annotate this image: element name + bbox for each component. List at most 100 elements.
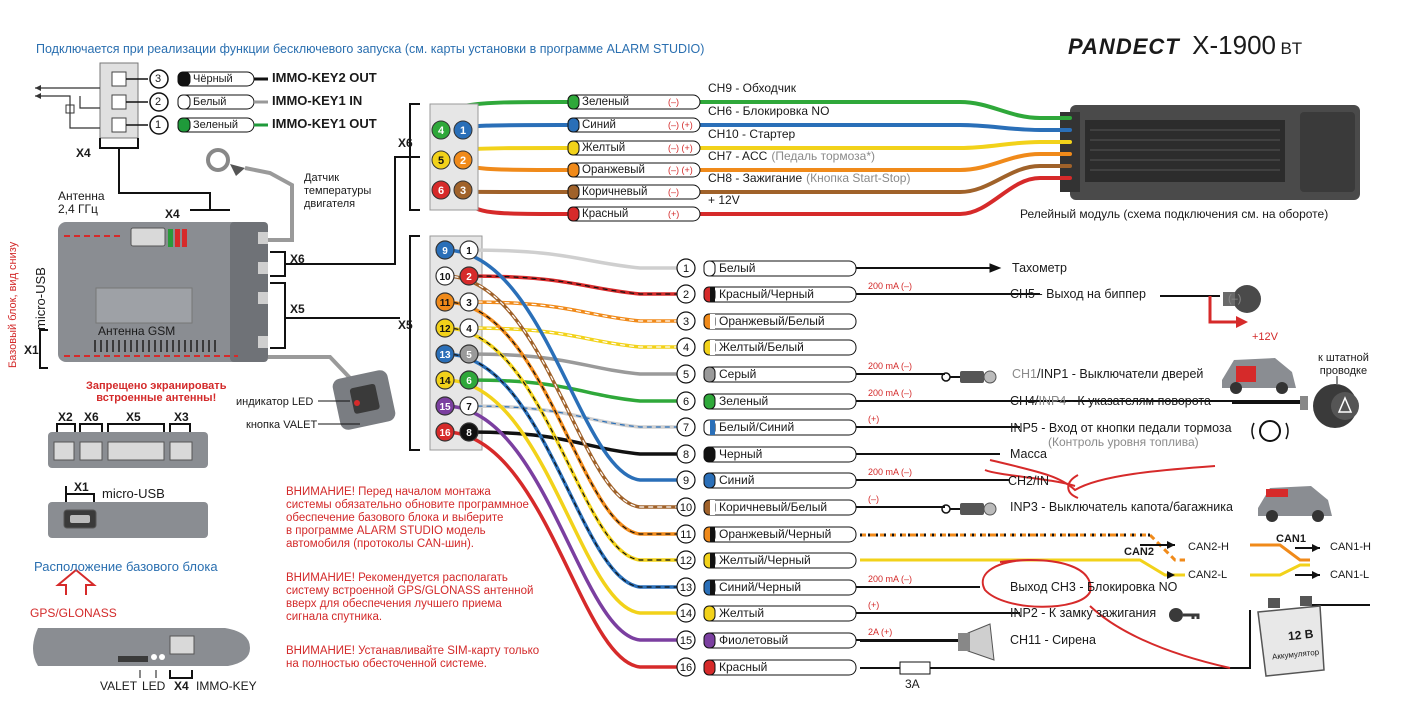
x6-base-label: X6 <box>290 252 305 266</box>
x5-func-main: INP2 - К замку зажигания <box>1010 606 1157 620</box>
x5-row-num-text: 7 <box>683 422 689 434</box>
x6-wire-5 <box>468 176 1072 216</box>
x5-wire-3 <box>467 300 682 323</box>
x5-bracket <box>270 235 420 451</box>
placement-gps: GPS/GLONASS <box>30 606 117 620</box>
placement-immo: IMMO-KEY <box>196 679 257 693</box>
x5-wire-6 <box>467 378 682 403</box>
x5-pin-num: 16 <box>439 428 451 439</box>
x5-wire-name: Оранжевый/Белый <box>719 314 825 328</box>
x6-wire-swatch-4 <box>567 184 580 200</box>
x5-pin-15 <box>435 396 455 416</box>
x5-wire-name: Зеленый <box>719 394 769 408</box>
x4-wire-swatch-1 <box>177 117 191 133</box>
x5-func-gray-line: (Контроль уровня топлива) <box>1048 435 1199 449</box>
x6-wire-polarity: (+) <box>668 209 680 219</box>
relay-module-label: Релейный модуль (схема подключения см. н… <box>1020 207 1329 221</box>
stock-button <box>1232 376 1359 428</box>
strip-x3: X3 <box>174 410 189 424</box>
x6-wire-polarity: (–) <box>668 187 679 197</box>
x5-pin-16 <box>435 422 455 442</box>
x5-wire-swatch-15 <box>703 632 716 649</box>
x5-pin-num: 8 <box>466 428 472 439</box>
temp-sensor-label: Датчик температуры двигателя <box>304 172 372 210</box>
x5-pin-num: 5 <box>466 350 472 361</box>
x5-func-main: Выход CH3 - Блокировка NO <box>1010 580 1178 594</box>
x5-row-num-12 <box>676 550 696 570</box>
brake-pedal-icon <box>1251 420 1289 442</box>
x5-wire-8 <box>467 430 682 456</box>
x5-wire-name: Белый/Синий <box>719 420 795 434</box>
x5-row-num-14 <box>676 603 696 623</box>
x5-wire-stripe-3 <box>468 301 681 322</box>
x6-pin-num: 2 <box>460 155 466 167</box>
x5-row-num-text: 16 <box>680 662 692 674</box>
x6-wire-function: CH9 - Обходчик <box>708 81 800 95</box>
x5-pin-num: 13 <box>439 350 451 361</box>
x4-pin-num: 2 <box>155 96 162 108</box>
x4-signal: IMMO-KEY1 OUT <box>272 116 377 131</box>
relay-module <box>1060 105 1360 200</box>
x6-bracket <box>270 103 420 277</box>
beeper-minus: (–) <box>1228 293 1242 305</box>
x4-pin-2 <box>149 92 169 112</box>
x5-func-main: CH2/IN <box>1008 474 1049 488</box>
x5-pin-5 <box>459 344 479 364</box>
can2l-label: CAN2-L <box>1188 569 1228 581</box>
x6-wire-name: Красный <box>582 208 629 220</box>
header-note: Подключается при реализации функции беск… <box>36 42 705 56</box>
x5-row-num-text: 12 <box>680 555 692 567</box>
x5-function-label: CH4/INP4 - К указателям поворота <box>1010 394 1211 408</box>
x5-row-num-text: 14 <box>680 608 692 620</box>
antenna-24-label: Антенна 2,4 ГГц <box>58 189 105 216</box>
to-stock-label: к штатной проводке <box>1318 352 1369 377</box>
x5-row-num-6 <box>676 391 696 411</box>
x5-wire-name: Красный/Черный <box>719 287 814 301</box>
x5-wire-name: Синий <box>719 473 755 487</box>
x5-pin-3 <box>459 292 479 312</box>
strip-x1: X1 <box>74 480 89 494</box>
x5-row-num-1 <box>676 258 696 278</box>
annotation-marks <box>981 459 1231 669</box>
x6-wire-function: CH8 - Зажигание(Кнопка Start-Stop) <box>708 171 910 185</box>
x4-base-label: X4 <box>165 207 180 221</box>
valet-label: кнопка VALET <box>246 419 318 431</box>
x5-pin-num: 2 <box>466 272 472 283</box>
x5-wire-current: 200 mA (–) <box>868 281 913 291</box>
x5-wire-swatch-14 <box>703 605 716 622</box>
placement-valet: VALET <box>100 679 138 693</box>
x5-wire-9 <box>443 248 682 482</box>
x5-wire-current: (+) <box>868 600 880 610</box>
x5-function-label: INP5 - Вход от кнопки педали тормоза <box>1010 421 1232 435</box>
x5-wire-current: 200 mA (–) <box>868 361 913 371</box>
x5-func-main: CH4/ <box>1010 394 1039 408</box>
x5-wire-14 <box>443 378 682 615</box>
x6-label: X6 <box>398 136 413 150</box>
x6-pin-3 <box>453 180 473 200</box>
x5-wire-stripe-2 <box>468 275 681 295</box>
x6-pin-1 <box>453 120 473 140</box>
x5-pin-num: 4 <box>466 324 472 335</box>
x5-row-num-3 <box>676 311 696 331</box>
x5-row-num-4 <box>676 337 696 357</box>
x5-row-num-5 <box>676 364 696 384</box>
x6-wire-function: CH6 - Блокировка NO <box>708 104 833 118</box>
x5-function-label: CH2/IN <box>1008 474 1049 488</box>
placement-led: LED <box>142 679 166 693</box>
x5-wire-swatch-9 <box>703 472 716 489</box>
x5-wire-name: Коричневый/Белый <box>719 500 828 514</box>
x4-pin-num: 3 <box>155 73 162 85</box>
x5-label: X5 <box>398 318 413 332</box>
can2h-label: CAN2-H <box>1188 541 1229 553</box>
model-name: X-1900 <box>1192 30 1277 60</box>
strip-x2: X2 <box>58 410 73 424</box>
x5-func-main: CH5 - Выход на биппер <box>1010 287 1146 301</box>
x5-row-num-text: 5 <box>683 369 689 381</box>
can2-label: CAN2 <box>1124 546 1154 558</box>
x5-function-label: Масса <box>1010 447 1047 461</box>
x5-wire-swatch-stripe <box>710 527 715 542</box>
siren <box>860 623 995 661</box>
x6-func-extra: (Педаль тормоза*) <box>771 149 875 163</box>
arrows <box>860 263 1002 273</box>
